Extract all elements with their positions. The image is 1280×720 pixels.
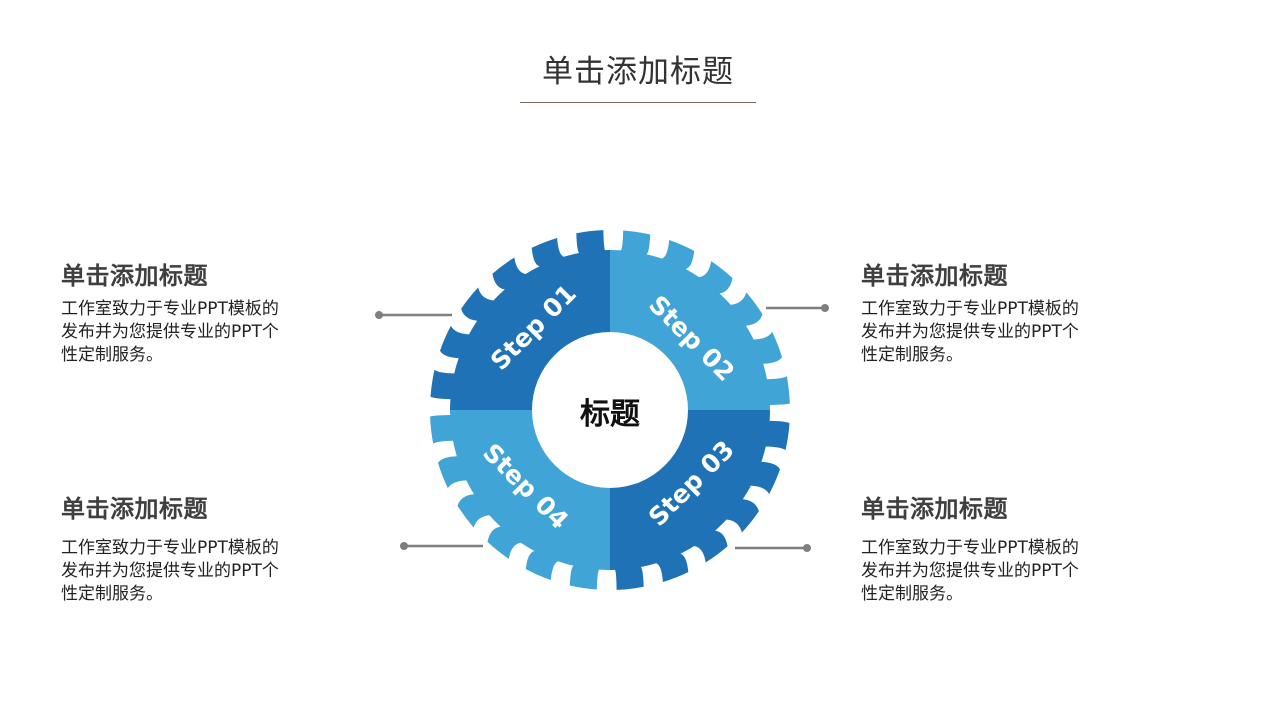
block-body[interactable]: 工作室致力于专业PPT模板的发布并为您提供专业的PPT个性定制服务。 (61, 538, 279, 604)
center-label[interactable]: 标题 (580, 397, 640, 432)
block-heading[interactable]: 单击添加标题 (861, 495, 1008, 523)
connector-dot-top-left (375, 311, 383, 319)
block-body[interactable]: 工作室致力于专业PPT模板的发布并为您提供专业的PPT个性定制服务。 (861, 538, 1079, 604)
text-block-top-left: 单击添加标题 工作室致力于专业PPT模板的发布并为您提供专业的PPT个性定制服务… (61, 260, 301, 367)
connector-dot-top-right (821, 304, 829, 312)
slide-title[interactable]: 单击添加标题 (542, 54, 734, 90)
connector-dot-bottom-left (400, 542, 408, 550)
block-heading[interactable]: 单击添加标题 (61, 262, 208, 290)
block-body[interactable]: 工作室致力于专业PPT模板的发布并为您提供专业的PPT个性定制服务。 (61, 299, 279, 365)
center-circle (532, 332, 688, 488)
title-underline (520, 102, 756, 103)
text-block-top-right: 单击添加标题 工作室致力于专业PPT模板的发布并为您提供专业的PPT个性定制服务… (861, 260, 1101, 367)
connector-dot-bottom-right (803, 544, 811, 552)
text-block-bottom-right: 单击添加标题 工作室致力于专业PPT模板的发布并为您提供专业的PPT个性定制服务… (861, 493, 1101, 606)
block-heading[interactable]: 单击添加标题 (861, 262, 1008, 290)
block-heading[interactable]: 单击添加标题 (61, 495, 208, 523)
block-body[interactable]: 工作室致力于专业PPT模板的发布并为您提供专业的PPT个性定制服务。 (861, 299, 1079, 365)
text-block-bottom-left: 单击添加标题 工作室致力于专业PPT模板的发布并为您提供专业的PPT个性定制服务… (61, 493, 301, 606)
